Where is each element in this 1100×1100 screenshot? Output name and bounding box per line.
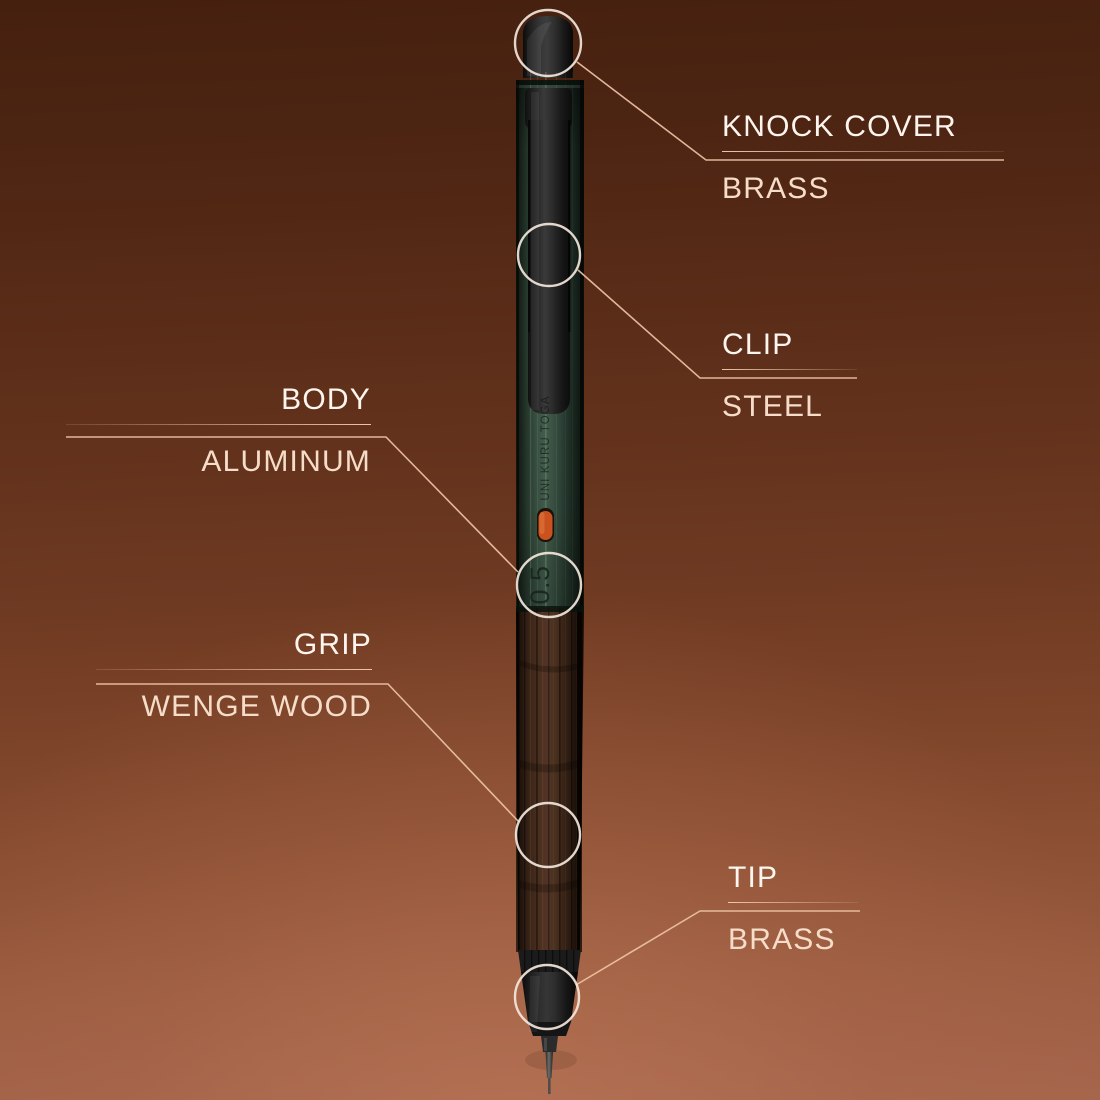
callout-rule-grip — [96, 669, 372, 670]
callout-rule-body — [66, 424, 371, 425]
callout-material-grip: WENGE WOOD — [141, 690, 372, 723]
callout-circle-knock-cover — [513, 8, 583, 78]
callout-label-tip: TIP BRASS — [728, 863, 858, 955]
barrel-text: UNI KURU TOGA — [540, 395, 552, 500]
grip-part — [516, 606, 584, 952]
callout-circle-body — [515, 551, 583, 619]
barrel-engraving: UNI KURU TOGA — [540, 395, 552, 500]
callout-material-knock-cover: BRASS — [722, 172, 830, 205]
callout-material-tip: BRASS — [728, 923, 836, 956]
callout-rule-knock-cover — [722, 151, 1004, 152]
tip-part — [518, 950, 581, 1094]
callout-part-knock-cover: KNOCK COVER — [722, 110, 957, 143]
clip-part — [525, 88, 572, 414]
callout-rule-tip — [728, 902, 858, 903]
callout-circle-grip — [514, 801, 582, 869]
callout-label-knock-cover: KNOCK COVER BRASS — [722, 112, 1004, 204]
callout-material-clip: STEEL — [722, 390, 824, 423]
callout-part-body: BODY — [281, 383, 371, 416]
callout-label-clip: CLIP STEEL — [722, 330, 857, 422]
callout-label-grip: GRIP WENGE WOOD — [96, 630, 372, 722]
callout-label-body: BODY ALUMINUM — [66, 385, 371, 477]
callout-rule-clip — [722, 369, 857, 370]
barrel-part — [516, 72, 584, 612]
knock-cover-part — [523, 16, 573, 78]
callout-circle-tip — [513, 963, 581, 1031]
callout-part-grip: GRIP — [293, 628, 372, 661]
callout-part-tip: TIP — [728, 861, 779, 894]
callout-part-clip: CLIP — [722, 328, 794, 361]
callout-material-body: ALUMINUM — [201, 445, 371, 478]
lead-indicator — [537, 508, 554, 542]
lead-size-marking: 0.5 — [525, 565, 555, 604]
callout-circle-clip — [516, 222, 582, 288]
